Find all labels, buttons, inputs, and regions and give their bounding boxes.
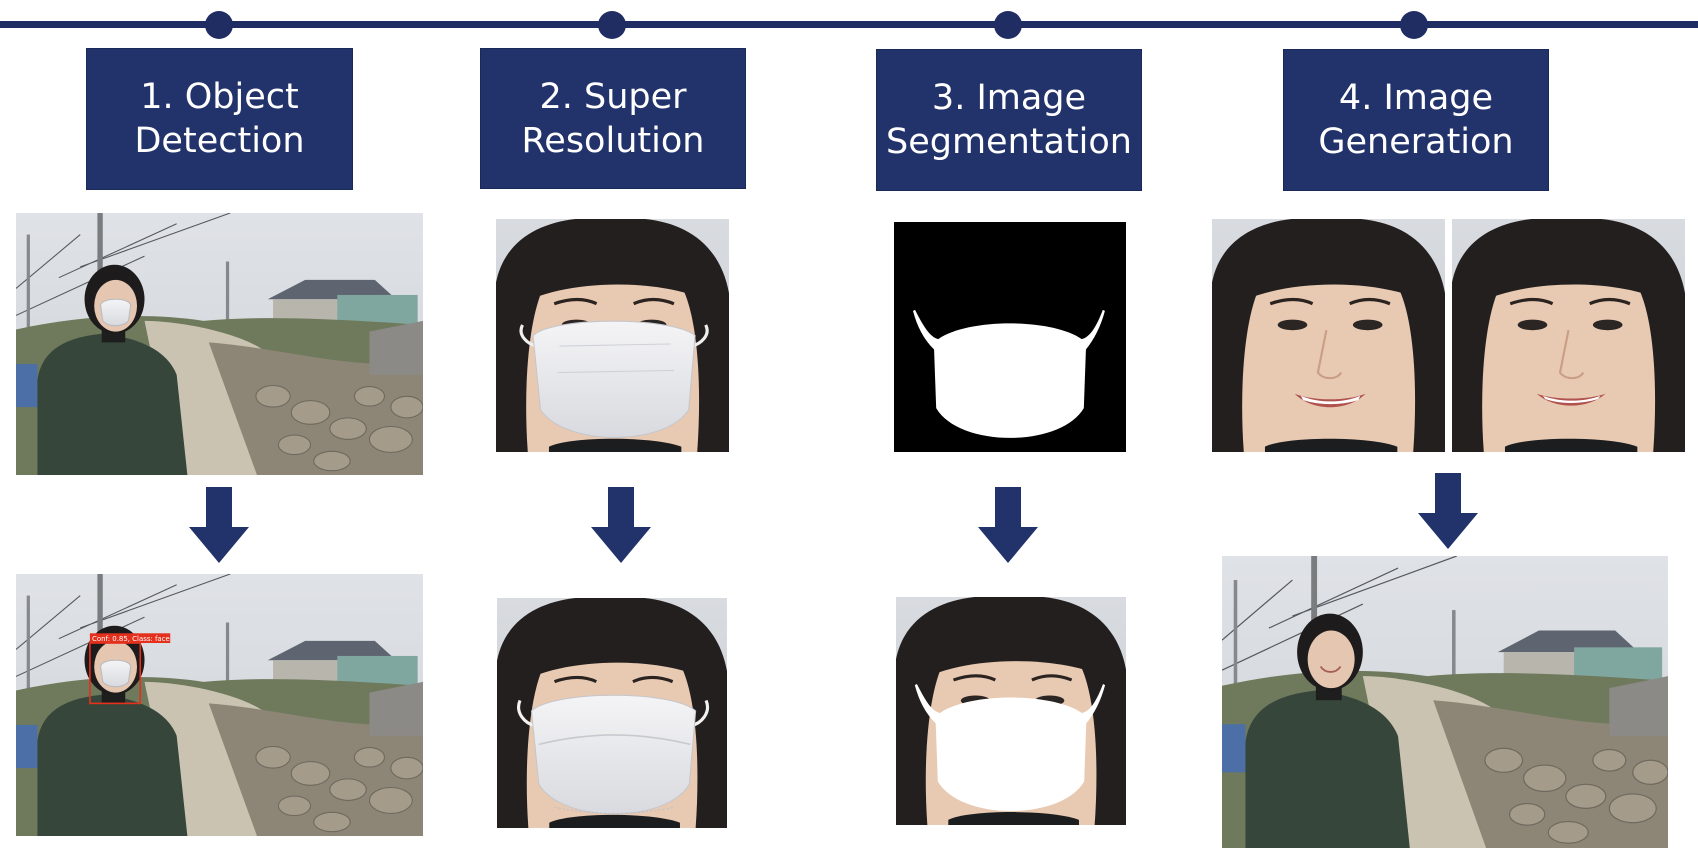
step-title-line1: 4. Image: [1338, 78, 1494, 118]
step-title-line2: Resolution: [521, 120, 705, 161]
step-title-line2: Detection: [134, 121, 305, 161]
mask-segmentation-map: [894, 222, 1126, 452]
step-title-line1: 1. Object: [140, 77, 299, 117]
detection-label-bg: [89, 633, 171, 644]
timeline-rail: [0, 21, 1698, 28]
face-with-mask-overlay: [896, 597, 1126, 825]
face-crop-low-res: [496, 219, 729, 452]
step-title-line1: 2. Super: [539, 76, 687, 117]
step-object-detection: 1. Object Detection: [86, 48, 353, 190]
street-photo-detected: Conf: 0.85, Class: face: [16, 574, 423, 836]
arrow-down-icon: [1418, 473, 1478, 549]
street-photo-unmasked: [1222, 556, 1668, 848]
face-crop-super-resolved: [497, 598, 727, 828]
detection-label: Conf: 0.85, Class: face: [92, 635, 170, 643]
timeline-dot-icon: [205, 11, 233, 39]
generated-face-a: [1212, 219, 1445, 452]
timeline-dot-icon: [1400, 11, 1428, 39]
step-title-line2: Generation: [1318, 122, 1514, 162]
arrow-down-icon: [591, 487, 651, 563]
arrow-down-icon: [978, 487, 1038, 563]
step-title-line1: 3. Image: [931, 78, 1087, 118]
street-photo-masked: [16, 213, 423, 475]
arrow-down-icon: [189, 487, 249, 563]
step-image-segmentation: 3. Image Segmentation: [876, 49, 1142, 191]
timeline-dot-icon: [598, 11, 626, 39]
generated-face-b: [1452, 219, 1685, 452]
step-title-line2: Segmentation: [886, 122, 1132, 162]
step-super-resolution: 2. Super Resolution: [480, 48, 746, 189]
step-image-generation: 4. Image Generation: [1283, 49, 1549, 191]
timeline-dot-icon: [994, 11, 1022, 39]
